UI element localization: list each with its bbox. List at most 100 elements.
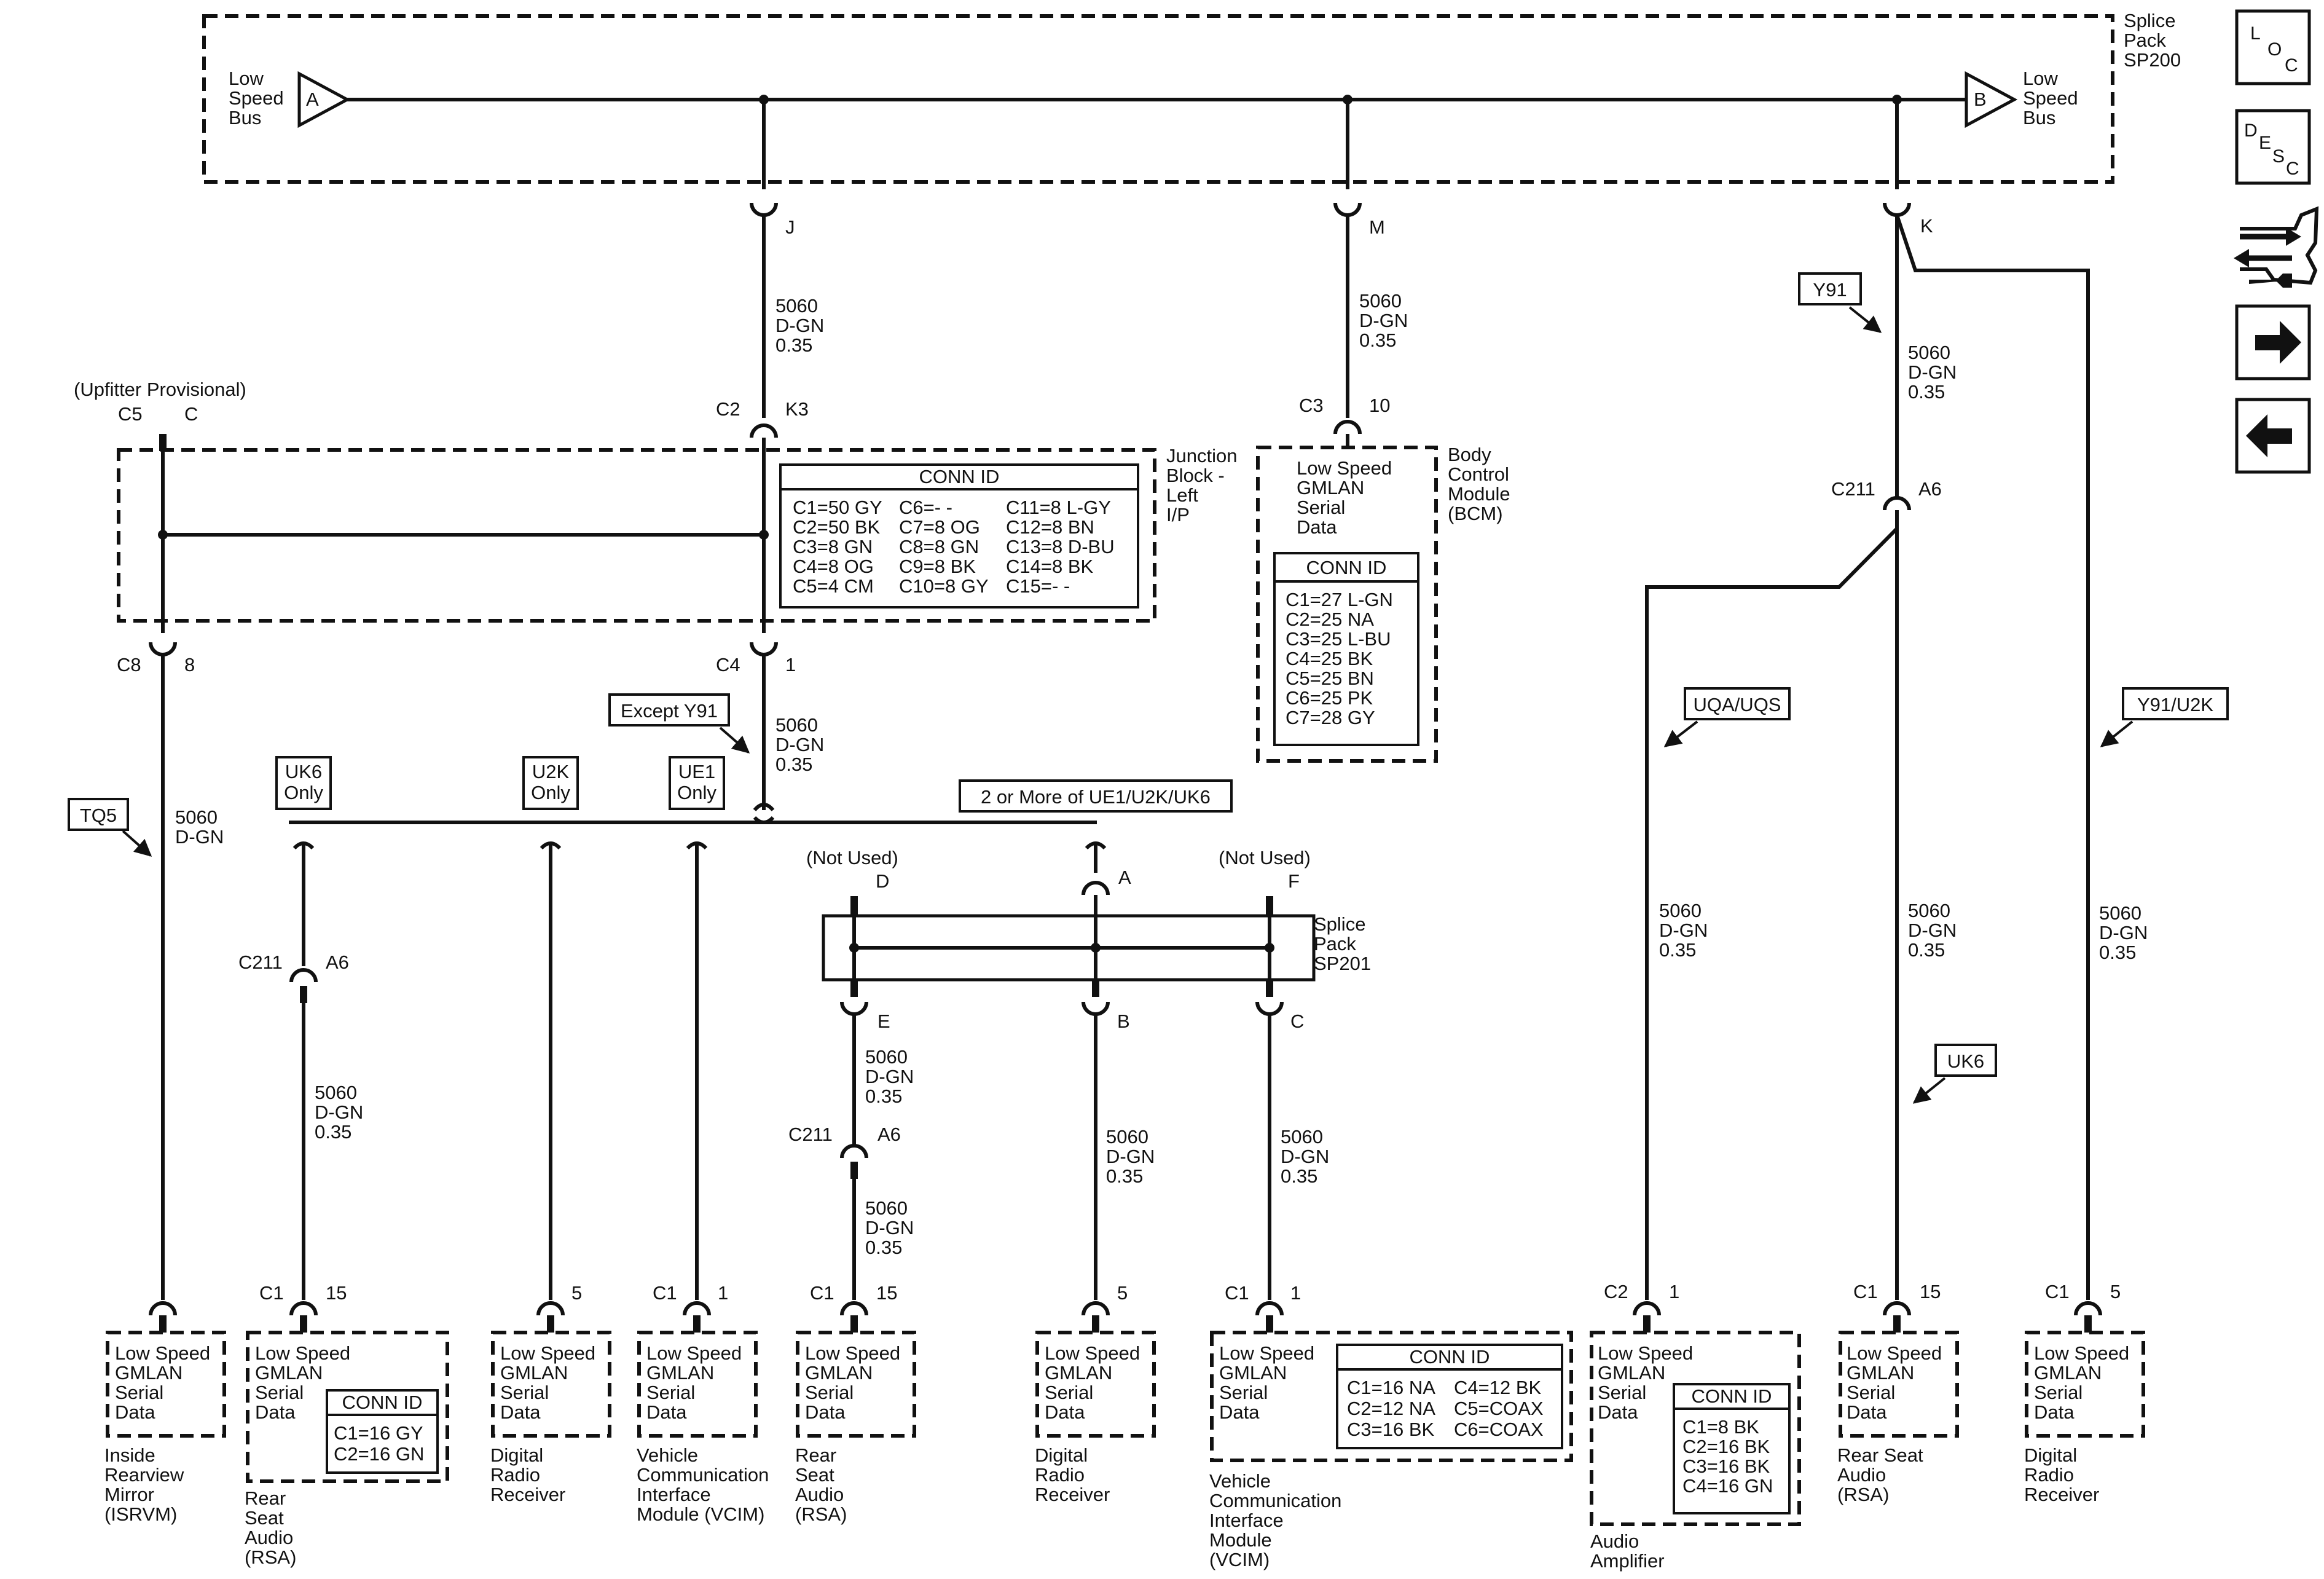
drr2-name-1: Digital: [1035, 1444, 1088, 1466]
junction-name-2: Block -: [1166, 465, 1225, 486]
vcim1-conn-label: C1: [653, 1282, 677, 1304]
bcm-name-2: Control: [1448, 463, 1509, 485]
bcm-module: Low Speed GMLAN Serial Data Body Control…: [1256, 444, 1510, 763]
junction-conn-c5: C5=4 CM: [793, 575, 874, 597]
isrvm-ls-2: GMLAN: [115, 1362, 183, 1384]
y91-u2k-option-tag: Y91/U2K: [2100, 687, 2229, 747]
drr3-ls-2: GMLAN: [2034, 1362, 2102, 1384]
module-vcim-2: Low Speed GMLAN Serial Data CONN ID C1=1…: [1209, 1331, 1573, 1570]
drr3-wire-gauge: 0.35: [2099, 942, 2136, 963]
rsa1-name-3: Audio: [245, 1527, 293, 1548]
junction-c2-label: C2: [716, 398, 740, 420]
bus-terminal-a-label: A: [306, 89, 319, 110]
rsa2-c211-pin: A6: [877, 1124, 901, 1145]
drr2-pin-label: 5: [1117, 1282, 1128, 1304]
amp-wire-number: 5060: [1659, 900, 1702, 921]
location-icon[interactable]: L O C: [2235, 9, 2311, 85]
vcim1-name-3: Interface: [637, 1484, 711, 1505]
amp-name-1: Audio: [1590, 1530, 1639, 1552]
drr2-wire-number: 5060: [1106, 1126, 1148, 1148]
vcim2-wire-color: D-GN: [1281, 1146, 1329, 1167]
amp-conn-c4: C4=16 GN: [1682, 1475, 1773, 1497]
isrvm-name-4: (ISRVM): [104, 1503, 177, 1525]
wire-m-number: 5060: [1359, 290, 1402, 312]
branch-drr-1: [540, 841, 562, 1300]
c211-right-pin: A6: [1918, 478, 1942, 500]
bcm-conn-c7: C7=28 GY: [1286, 707, 1375, 728]
amp-ls-2: GMLAN: [1598, 1362, 1665, 1384]
module-drr-1: Low Speed GMLAN Serial Data Digital Radi…: [490, 1331, 611, 1505]
module-isrvm: Low Speed GMLAN Serial Data Inside Rearv…: [104, 1331, 226, 1525]
wire-j-gauge: 0.35: [775, 334, 812, 356]
drr1-ls-2: GMLAN: [500, 1362, 568, 1384]
junction-conn-c14: C14=8 BK: [1006, 556, 1094, 577]
previous-arrow-icon[interactable]: [2235, 398, 2311, 474]
vcim2-wire-number: 5060: [1281, 1126, 1323, 1148]
ue1-only-option-tag: UE1 Only: [669, 756, 725, 810]
drr2-name-3: Receiver: [1035, 1484, 1110, 1505]
rsa3-wire-gauge: 0.35: [1908, 939, 1945, 961]
splice-pack-sp200: A B Low Speed Bus Low Speed Bus Splice P…: [202, 10, 2181, 184]
desc-letter-e: E: [2259, 133, 2271, 153]
upfitter-pin8-label: 8: [184, 654, 195, 675]
module-drr-2: Low Speed GMLAN Serial Data Digital Radi…: [1035, 1331, 1156, 1505]
bcm-name-4: (BCM): [1448, 503, 1503, 524]
amp-pin-label: 1: [1669, 1281, 1679, 1302]
drr2-ls-3: Serial: [1045, 1382, 1093, 1403]
bcm-conn-id-table: CONN ID C1=27 L-GN C2=25 NA C3=25 L-BU C…: [1273, 552, 1419, 746]
junction-conn-c11: C11=8 L-GY: [1006, 497, 1111, 518]
amp-conn-c1: C1=8 BK: [1682, 1416, 1759, 1438]
amp-conn-id-table: CONN ID C1=8 BK C2=16 BK C3=16 BK C4=16 …: [1673, 1383, 1791, 1514]
bcm-conn-c5: C5=25 BN: [1286, 667, 1374, 689]
vcim2-conn-c1: C1=16 NA: [1347, 1377, 1435, 1398]
connector-tool-icon[interactable]: [2234, 206, 2319, 288]
rsa2-name-2: Seat: [795, 1464, 834, 1486]
wire-isrvm-color: D-GN: [175, 826, 224, 848]
rsa2-name-4: (RSA): [795, 1503, 847, 1525]
wire-c4-gauge: 0.35: [775, 754, 812, 775]
bcm-pin10-label: 10: [1369, 395, 1390, 416]
wire-j-number: 5060: [775, 295, 818, 317]
drr1-ls-3: Serial: [500, 1382, 549, 1403]
sp201-pin-c: C: [1290, 1010, 1304, 1032]
rsa2-pin-label: 15: [876, 1282, 897, 1304]
amp-name-2: Amplifier: [1590, 1550, 1665, 1572]
module-vcim-1: Low Speed GMLAN Serial Data Vehicle Comm…: [637, 1331, 769, 1525]
junction-block-left-ip: Junction Block - Left I/P CONN ID C1=50 …: [117, 445, 1237, 623]
vcim2-name-1: Vehicle: [1209, 1470, 1271, 1492]
module-audio-amplifier: Low Speed GMLAN Serial Data CONN ID C1=8…: [1590, 1331, 1801, 1572]
module-drr-3: Low Speed GMLAN Serial Data Digital Radi…: [2024, 1331, 2145, 1505]
next-arrow-icon[interactable]: [2235, 304, 2311, 380]
wire-k: K Y91 5060 D-GN 0.35 C211 A6: [1645, 100, 2090, 1300]
rsa3-ls-3: Serial: [1847, 1382, 1895, 1403]
rsa2-wire-number-1: 5060: [865, 1046, 908, 1068]
sp200-label-2: Pack: [2124, 30, 2166, 51]
bcm-conn-c2: C2=25 NA: [1286, 608, 1374, 630]
y91-tag-label: Y91: [1813, 279, 1847, 301]
junction-conn-c12: C12=8 BN: [1006, 516, 1094, 538]
rsa3-ls-2: GMLAN: [1847, 1362, 1914, 1384]
bcm-lsgmlan-1: Low Speed: [1297, 457, 1392, 479]
vcim2-name-3: Interface: [1209, 1510, 1284, 1531]
desc-letter-s: S: [2272, 146, 2285, 167]
rsa1-ls-4: Data: [255, 1401, 296, 1423]
rsa3-pin-label: 15: [1920, 1281, 1941, 1302]
low-speed-bus-right-1: Low: [2023, 68, 2058, 89]
bcm-lsgmlan-3: Serial: [1297, 497, 1345, 518]
isrvm-name-1: Inside: [104, 1444, 155, 1466]
two-or-more-tag-label: 2 or More of UE1/U2K/UK6: [981, 786, 1211, 808]
description-icon[interactable]: D E S C: [2235, 109, 2311, 185]
bcm-conn-c4: C4=25 BK: [1286, 648, 1373, 669]
rsa2-ls-1: Low Speed: [805, 1342, 900, 1364]
wire-j: J 5060 D-GN 0.35 C2 K3: [716, 100, 824, 633]
amp-ls-4: Data: [1598, 1401, 1638, 1423]
amp-wire-gauge: 0.35: [1659, 939, 1696, 961]
branch-sp201-a: A: [1082, 841, 1131, 916]
wire-c4-number: 5060: [775, 714, 818, 736]
uqa-uqs-tag-label: UQA/UQS: [1694, 694, 1781, 715]
drr3-name-2: Radio: [2024, 1464, 2074, 1486]
loc-letter-o: O: [2267, 39, 2282, 60]
bcm-conn-c3: C3=25 L-BU: [1286, 628, 1391, 650]
low-speed-bus-left-2: Speed: [229, 87, 284, 109]
rsa1-name-4: (RSA): [245, 1546, 296, 1568]
